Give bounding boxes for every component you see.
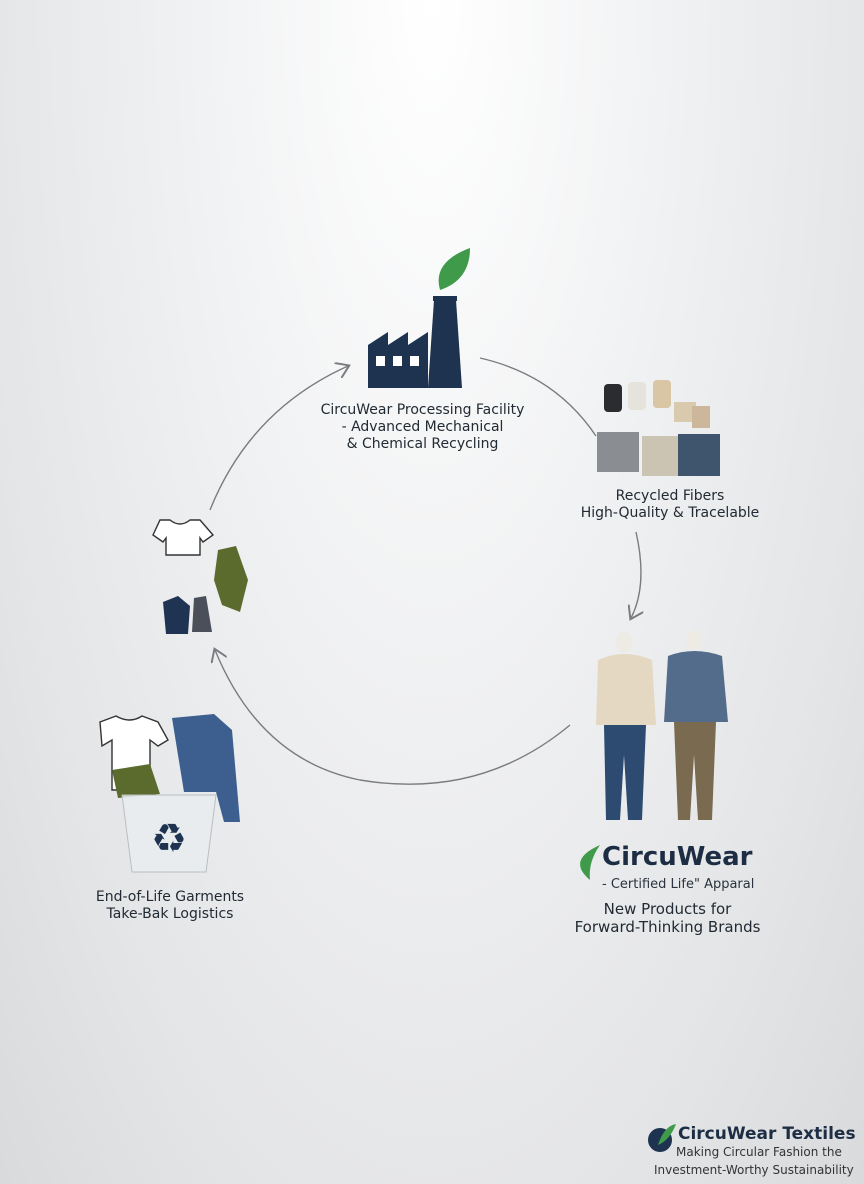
footer-line2: Investment-Worthy Sustainability <box>654 1163 854 1177</box>
garments-line1: End-of-Life Garments <box>95 889 245 905</box>
fibers-label: Recycled Fibers High-Quality & Tracelabl… <box>560 488 780 522</box>
products-label: New Products for Forward-Thinking Brands <box>560 900 775 936</box>
leaf-icon <box>438 248 470 290</box>
garments-line2: Take-Bak Logistics <box>106 906 234 922</box>
garments-label: End-of-Life Garments Take-Bak Logistics <box>70 889 270 923</box>
footer-brand: CircuWear Textiles <box>678 1124 856 1144</box>
products-line2: Forward-Thinking Brands <box>574 918 761 936</box>
products-line1: New Products for <box>603 900 732 918</box>
factory-icon <box>368 296 462 388</box>
arrow-facility-to-fibers <box>479 357 597 437</box>
footer-line1: Making Circular Fashion the <box>676 1145 842 1159</box>
facility-line2: - Advanced Mechanical <box>341 419 504 435</box>
recycle-bin-icon: ♻ <box>99 714 240 873</box>
arrow-fibers-to-products <box>631 531 641 618</box>
mannequins-image <box>596 630 728 820</box>
fibers-line2: High-Quality & Tracelable <box>580 505 760 521</box>
fibers-line1: Recycled Fibers <box>615 488 725 504</box>
arrow-garments-to-facility <box>209 366 348 511</box>
recycled-fibers-image <box>597 380 720 476</box>
facility-line1: CircuWear Processing Facility <box>320 402 525 418</box>
circuwear-tagline: - Certified Life" Apparal <box>602 877 755 892</box>
arrow-products-to-garments <box>215 650 571 785</box>
svg-text:♻: ♻ <box>151 816 187 862</box>
facility-label: CircuWear Processing Facility - Advanced… <box>300 402 545 453</box>
circuwear-brand: CircuWear <box>602 842 753 872</box>
facility-line3: & Chemical Recycling <box>346 436 499 452</box>
circuwear-leaf-logo <box>580 845 600 880</box>
garments-icon <box>152 519 248 634</box>
footer-logo-icon <box>648 1124 676 1152</box>
